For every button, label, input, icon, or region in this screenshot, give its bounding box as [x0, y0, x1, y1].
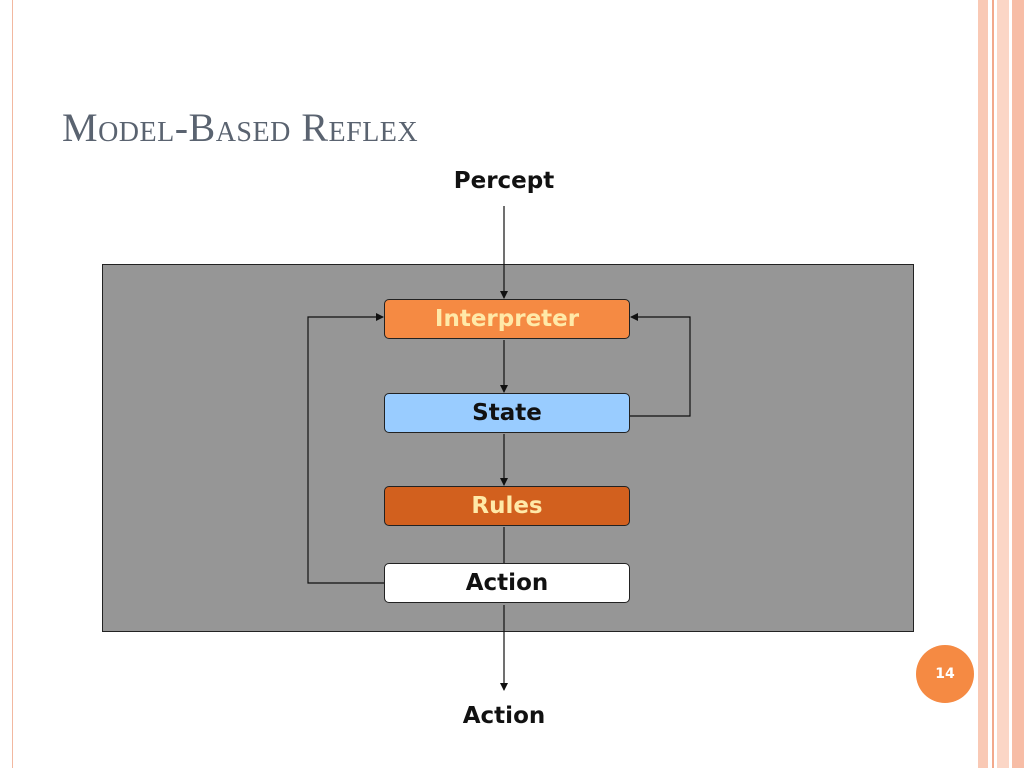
- rules-node: Rules: [384, 486, 630, 526]
- decor-stripe: [978, 0, 988, 768]
- action-node: Action: [384, 563, 630, 603]
- percept-label: Percept: [453, 168, 555, 194]
- page-number-badge: 14: [916, 645, 974, 703]
- action-output-label: Action: [462, 703, 546, 729]
- slide-left-rule: [12, 0, 13, 768]
- decor-stripe: [992, 0, 994, 768]
- state-node: State: [384, 393, 630, 433]
- interpreter-node: Interpreter: [384, 299, 630, 339]
- decor-stripe: [997, 0, 1009, 768]
- state-feedback-loop: [630, 313, 691, 417]
- decor-stripe: [1012, 0, 1024, 768]
- action-feedback-loop: [307, 313, 384, 584]
- slide-title: Model-Based Reflex: [62, 105, 419, 150]
